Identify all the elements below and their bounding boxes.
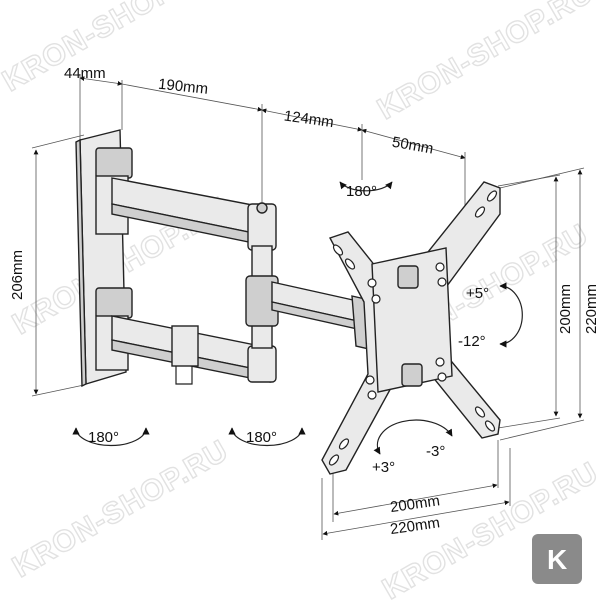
dim-depth-wall-label: 44mm	[64, 65, 106, 82]
rot-bottom-left-swivel-label: 180°	[88, 429, 119, 446]
dim-vesa-v-inner-label: 200mm	[557, 284, 574, 334]
dim-arm-2-label: 124mm	[283, 107, 335, 131]
rot-minus-label: -3°	[426, 443, 445, 460]
pivot-post	[245, 245, 279, 349]
brand-badge-letter: K	[547, 544, 567, 575]
dim-vesa-h-inner-label: 200mm	[389, 492, 441, 516]
watermark-text: KRON-SHOP.RU	[7, 434, 234, 584]
dim-vesa-h-outer-label: 220mm	[389, 514, 441, 538]
dim-wall-height-label: 206mm	[9, 250, 26, 300]
rot-tilt-up-label: +5°	[466, 285, 489, 302]
rot-plus-label: +3°	[372, 459, 395, 476]
rot-bottom-mid-swivel-label: 180°	[246, 429, 277, 446]
dimension-lines	[31, 74, 585, 540]
lower-arm	[111, 315, 277, 385]
rotation-arrows	[72, 181, 523, 455]
dim-arm-3-label: 50mm	[391, 134, 435, 158]
rot-top-swivel-label: 180°	[346, 183, 377, 200]
middle-arm	[271, 281, 363, 331]
brand-badge: K	[532, 534, 582, 584]
dim-arm-1-label: 190mm	[157, 76, 209, 98]
brand-badge-bg	[532, 534, 582, 584]
vesa-plate	[321, 181, 501, 475]
dim-vesa-v-outer-label: 220mm	[583, 284, 600, 334]
watermark-text: KRON-SHOP.RU	[372, 0, 599, 126]
rot-tilt-down-label: -12°	[458, 333, 486, 350]
